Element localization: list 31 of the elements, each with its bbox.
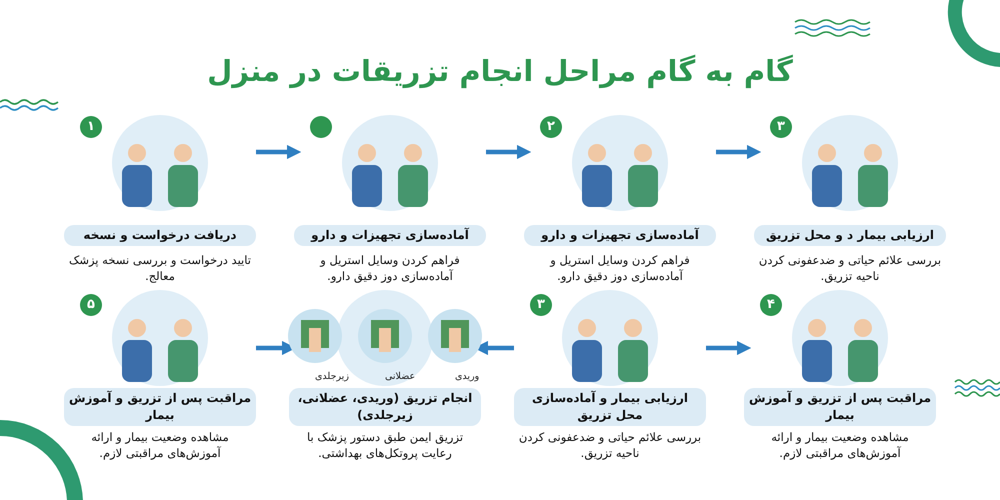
image-label: عضلانی xyxy=(385,371,416,383)
image-label: زیرجلدی xyxy=(315,371,349,383)
step-description: مشاهده وضعیت بیمار و ارائه آموزش‌های مراقبتی لازم. xyxy=(770,429,910,461)
arrow xyxy=(256,144,302,160)
step-description: مشاهده وضعیت بیمار و ارائه آموزش‌های مراقبتی لازم. xyxy=(90,429,230,461)
image-label: وریدی xyxy=(455,371,480,383)
step-badge xyxy=(310,116,332,138)
step-heading: انجام تزریق (وریدی، عضلانی، زیرجلدی) xyxy=(289,388,481,426)
step-heading: ارزیابی بیمار د و محل تزریق xyxy=(754,225,946,246)
step-badge: ۵ xyxy=(80,294,102,316)
step-heading: آماده‌سازی تجهیزات و دارو xyxy=(294,225,486,246)
step-badge: ۲ xyxy=(540,116,562,138)
step-description: بررسی علائم حیاتی و ضدعفونی کردن ناحیه تزریق. xyxy=(758,252,942,284)
arrow xyxy=(706,340,752,356)
step-description: فراهم کردن وسایل استریل و آماده‌سازی دوز دقیق دارو. xyxy=(318,252,461,284)
step-description: تزریق ایمن طبق دستور پزشک با رعایت پروتکل‌های بهداشتی. xyxy=(306,429,464,461)
step-badge: ۱ xyxy=(80,116,102,138)
step-heading: مراقبت پس از تزریق و آموزش بیمار xyxy=(64,388,256,426)
title: گام به گام مراحل انجام تزریقات در منزل xyxy=(206,53,794,90)
step-badge: ۳ xyxy=(530,294,552,316)
arrow xyxy=(716,144,762,160)
step-badge: ۴ xyxy=(760,294,782,316)
arrow xyxy=(486,144,532,160)
step-description: بررسی علائم حیاتی و ضدعفونی کردن ناحیه تزریق. xyxy=(518,429,702,461)
step-badge: ۳ xyxy=(770,116,792,138)
step-description: تایید درخواست و بررسی نسخه پزشک معالج. xyxy=(68,252,252,284)
step-heading: آماده‌سازی تجهیزات و دارو xyxy=(524,225,716,246)
step-heading: ارزیابی بیمار و آماده‌سازی محل تزریق xyxy=(514,388,706,426)
step-heading: دریافت درخواست و نسخه xyxy=(64,225,256,246)
step-description: فراهم کردن وسایل استریل و آماده‌سازی دوز دقیق دارو. xyxy=(548,252,691,284)
step-heading: مراقبت پس از تزریق و آموزش بیمار xyxy=(744,388,936,426)
